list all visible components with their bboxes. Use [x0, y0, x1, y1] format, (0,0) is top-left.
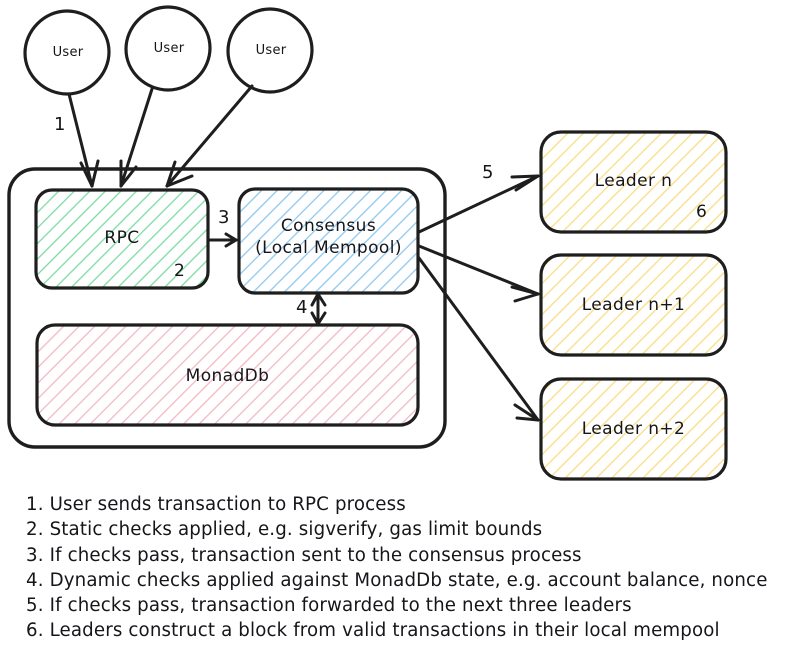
arrow-consensus-to-leader-n1 — [417, 244, 540, 303]
user-circle-1 — [23, 9, 111, 96]
arrow-user2-to-rpc — [119, 87, 154, 188]
consensus-box — [237, 187, 420, 295]
legend-item: 2. Static checks applied, e.g. sigverify… — [26, 519, 543, 541]
arrow-consensus-to-leader-n2 — [417, 256, 540, 422]
leader-n-box — [539, 130, 728, 234]
arrow-consensus-monaddb — [310, 292, 327, 326]
arrow-consensus-to-leader-n — [417, 174, 540, 234]
legend-item: 4. Dynamic checks applied against MonadD… — [26, 569, 768, 591]
legend-list: 1. User sends transaction to RPC process… — [26, 492, 786, 644]
user-circle-3 — [226, 7, 314, 94]
leader-n2-box — [539, 377, 728, 481]
leader-n1-box — [539, 253, 728, 357]
legend-item: 6. Leaders construct a block from valid … — [26, 620, 720, 642]
user-circle-2 — [124, 5, 212, 92]
monaddb-box — [35, 323, 420, 427]
arrow-rpc-to-consensus — [206, 232, 238, 248]
arrow-user3-to-rpc — [165, 84, 254, 188]
rpc-box — [34, 188, 210, 290]
arrow-user1-to-rpc — [67, 92, 100, 188]
legend-item: 5. If checks pass, transaction forwarded… — [26, 595, 632, 617]
legend-item: 1. User sends transaction to RPC process — [26, 494, 406, 515]
legend-item: 3. If checks pass, transaction sent to t… — [26, 544, 582, 566]
